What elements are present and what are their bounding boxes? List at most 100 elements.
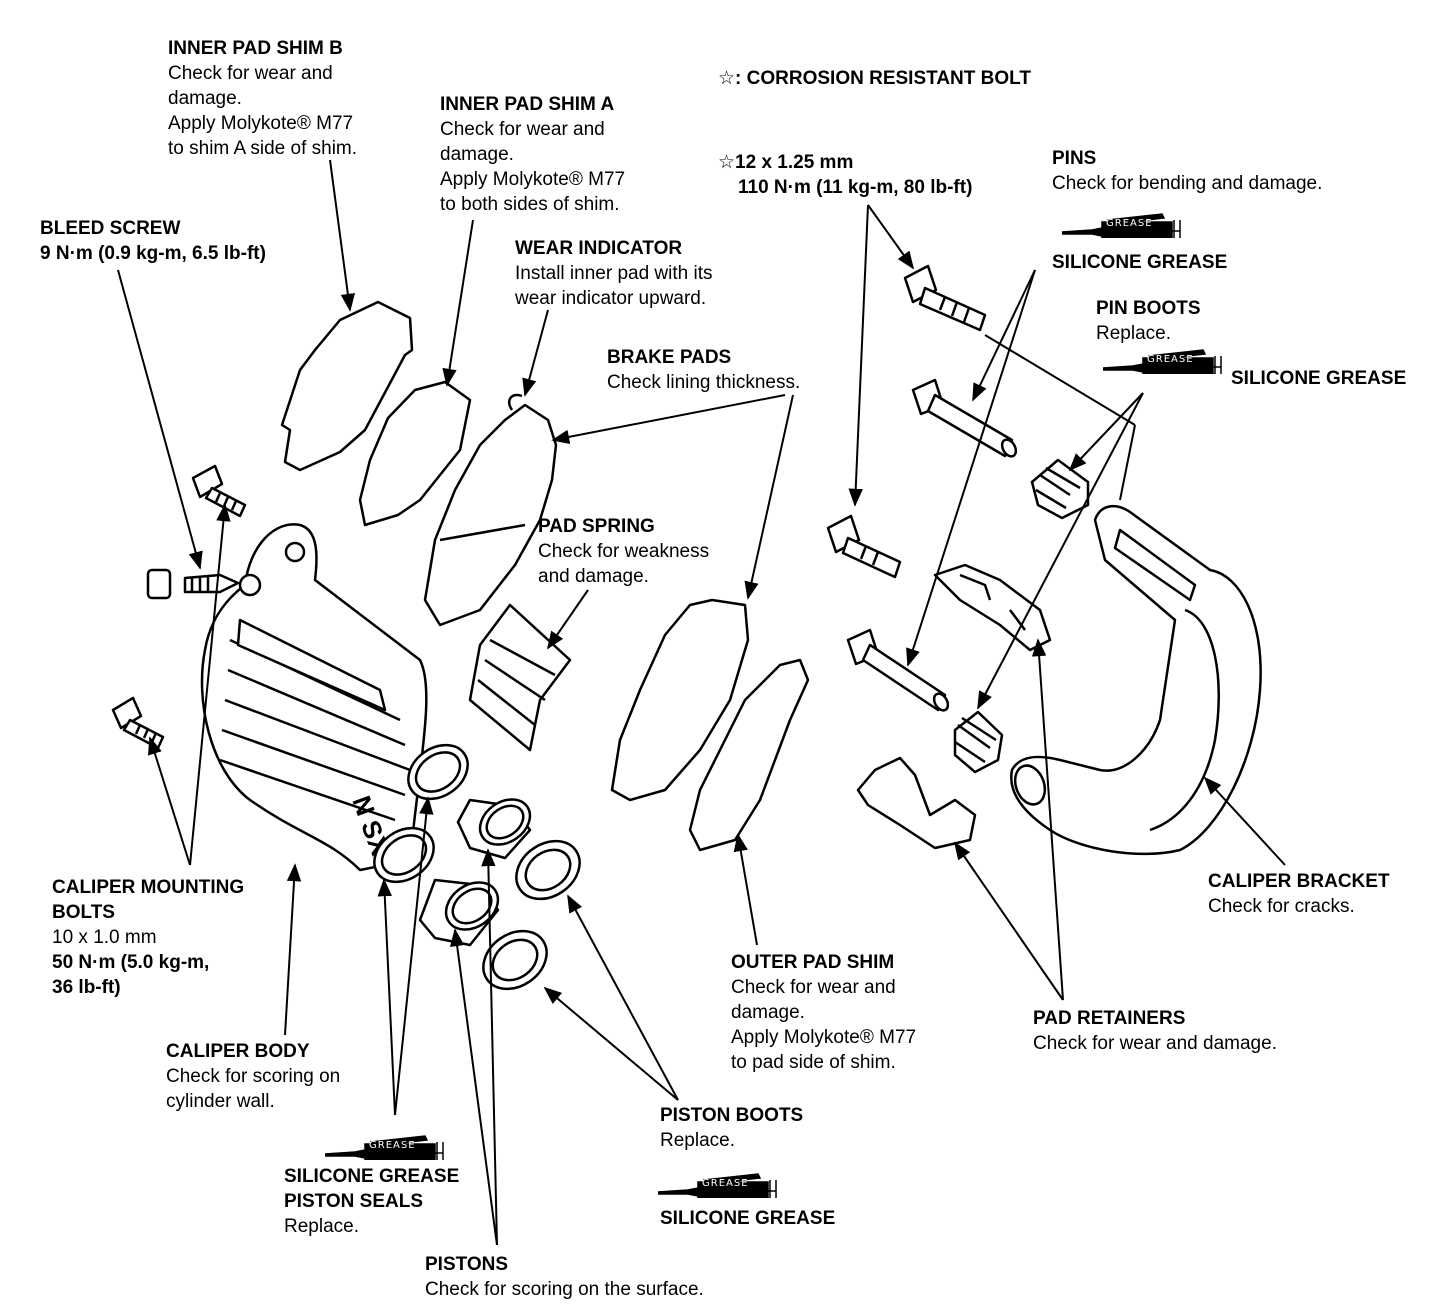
- label-title: BRAKE PADS: [607, 347, 732, 368]
- outer-brake-pad-part: [610, 598, 750, 802]
- label-line: Apply Molykote® M77: [440, 169, 626, 190]
- grease-tag-text: GREASE: [702, 1178, 749, 1189]
- pin-boot-upper: [1030, 458, 1090, 520]
- label-line: Check for wear and: [731, 977, 896, 998]
- label-pistons: PISTONS Check for scoring on the surface…: [425, 1252, 704, 1302]
- label-title: SILICONE GREASE: [284, 1166, 460, 1187]
- piston-upper: [456, 798, 532, 860]
- label-line: damage.: [440, 144, 514, 165]
- label-title: PAD SPRING: [538, 516, 655, 537]
- label-title: CALIPER BODY: [166, 1041, 310, 1062]
- caliper-mounting-bolt-lower: [111, 696, 165, 750]
- grease-gun-icon: GREASE: [325, 1134, 445, 1160]
- grease-tag-text: GREASE: [369, 1140, 416, 1151]
- label-line: and damage.: [538, 566, 649, 587]
- label-title: OUTER PAD SHIM: [731, 952, 895, 973]
- label-piston-boots: PISTON BOOTS Replace.: [660, 1103, 803, 1153]
- label-title: PISTON SEALS: [284, 1191, 424, 1212]
- label-title: SILICONE GREASE: [1231, 368, 1407, 389]
- label-pin-boots: PIN BOOTS Replace.: [1096, 296, 1201, 346]
- label-line: Apply Molykote® M77: [168, 113, 354, 134]
- caliper-mounting-bolt-upper: [191, 464, 247, 518]
- inner-pad-shim-b-part: [280, 300, 414, 472]
- piston-boot-lower: [482, 929, 548, 991]
- caliper-bracket-part: [1010, 504, 1262, 856]
- outer-pad-shim-part: [688, 658, 810, 852]
- label-line: Apply Molykote® M77: [731, 1027, 917, 1048]
- legend-text: : CORROSION RESISTANT BOLT: [735, 68, 1031, 89]
- label-line: cylinder wall.: [166, 1091, 275, 1112]
- grease-gun-icon: GREASE: [658, 1172, 778, 1198]
- label-pad-spring: PAD SPRING Check for weakness and damage…: [538, 514, 709, 589]
- label-title: BLEED SCREW: [40, 218, 181, 239]
- label-caliper-mounting-bolts: CALIPER MOUNTING BOLTS 10 x 1.0 mm 50 N·…: [52, 875, 244, 1000]
- grease-gun-icon: GREASE: [1103, 348, 1223, 374]
- label-line: Install inner pad with its: [515, 263, 713, 284]
- label-line: Check for scoring on: [166, 1066, 341, 1087]
- label-bleed-screw: BLEED SCREW 9 N·m (0.9 kg-m, 6.5 lb-ft): [40, 216, 266, 266]
- label-pins: PINS Check for bending and damage.: [1052, 146, 1322, 196]
- piston-boot-upper: [515, 839, 581, 901]
- label-title: CALIPER BRACKET: [1208, 871, 1390, 892]
- label-line: Check for cracks.: [1208, 896, 1355, 917]
- label-inner-pad-shim-a: INNER PAD SHIM A Check for wear and dama…: [440, 92, 625, 217]
- label-line: to shim A side of shim.: [168, 138, 358, 159]
- label-line: to both sides of shim.: [440, 194, 620, 215]
- label-line: wear indicator upward.: [515, 288, 707, 309]
- label-title: SILICONE GREASE: [660, 1208, 836, 1229]
- piston-lower: [418, 878, 500, 947]
- label-caliper-bracket: CALIPER BRACKET Check for cracks.: [1208, 869, 1390, 919]
- label-title: CALIPER MOUNTING: [52, 877, 245, 898]
- caliper-body-part: N SX: [200, 523, 428, 872]
- label-title: PISTONS: [425, 1254, 509, 1275]
- label-line: Check for wear and damage.: [1033, 1033, 1277, 1054]
- pin-upper: [911, 378, 1018, 458]
- label-line: Check for bending and damage.: [1052, 173, 1323, 194]
- label-wear-indicator: WEAR INDICATOR Install inner pad with it…: [515, 236, 713, 311]
- label-line: 36 lb-ft): [52, 977, 121, 998]
- pad-retainer-upper: [933, 563, 1052, 652]
- label-piston-seals: PISTON SEALS Replace.: [284, 1189, 423, 1239]
- label-line: 50 N·m (5.0 kg-m,: [52, 952, 210, 973]
- star-bolt-lower: [826, 514, 902, 579]
- piston-seal-lower: [373, 826, 435, 884]
- label-title: PISTON BOOTS: [660, 1105, 804, 1126]
- label-outer-pad-shim: OUTER PAD SHIM Check for wear and damage…: [731, 950, 916, 1075]
- label-line: Replace.: [660, 1130, 735, 1151]
- label-caliper-body: CALIPER BODY Check for scoring on cylind…: [166, 1039, 340, 1114]
- label-title: PIN BOOTS: [1096, 298, 1201, 319]
- label-title: PINS: [1052, 148, 1097, 169]
- label-line: Check lining thickness.: [607, 372, 801, 393]
- grease-gun-icon: GREASE: [1062, 212, 1182, 238]
- label-line: Check for weakness: [538, 541, 710, 562]
- label-line: BOLTS: [52, 902, 115, 923]
- label-line: Check for scoring on the surface.: [425, 1279, 704, 1300]
- corrosion-legend: ☆: CORROSION RESISTANT BOLT: [718, 66, 1031, 91]
- label-line: Check for wear and: [168, 63, 333, 84]
- label-title: SILICONE GREASE: [1052, 252, 1228, 273]
- label-silicone-grease-seals: SILICONE GREASE: [284, 1164, 459, 1189]
- label-bolt-spec: ☆12 x 1.25 mm 110 N·m (11 kg-m, 80 lb-ft…: [718, 150, 972, 200]
- label-line: 10 x 1.0 mm: [52, 927, 157, 948]
- label-inner-pad-shim-b: INNER PAD SHIM B Check for wear and dama…: [168, 36, 357, 161]
- grease-tag-text: GREASE: [1106, 218, 1153, 229]
- grease-tag-text: GREASE: [1147, 354, 1194, 365]
- star-icon: ☆: [718, 68, 736, 89]
- label-line: Replace.: [1096, 323, 1171, 344]
- inner-pad-shim-a-part: [358, 380, 472, 527]
- piston-seal-upper: [407, 743, 469, 801]
- label-title: WEAR INDICATOR: [515, 238, 683, 259]
- label-line: Check for wear and: [440, 119, 605, 140]
- inner-brake-pad-part: [423, 393, 558, 627]
- label-line: damage.: [168, 88, 242, 109]
- pad-retainer-lower: [856, 756, 977, 850]
- label-brake-pads: BRAKE PADS Check lining thickness.: [607, 345, 800, 395]
- label-line: 110 N·m (11 kg-m, 80 lb-ft): [738, 177, 973, 198]
- label-pad-retainers: PAD RETAINERS Check for wear and damage.: [1033, 1006, 1277, 1056]
- label-title: ☆12 x 1.25 mm: [718, 152, 854, 173]
- label-silicone-grease-piston-boots: SILICONE GREASE: [660, 1206, 835, 1231]
- pin-lower: [846, 628, 950, 712]
- label-line: damage.: [731, 1002, 805, 1023]
- bleed-screw-part: [146, 568, 240, 600]
